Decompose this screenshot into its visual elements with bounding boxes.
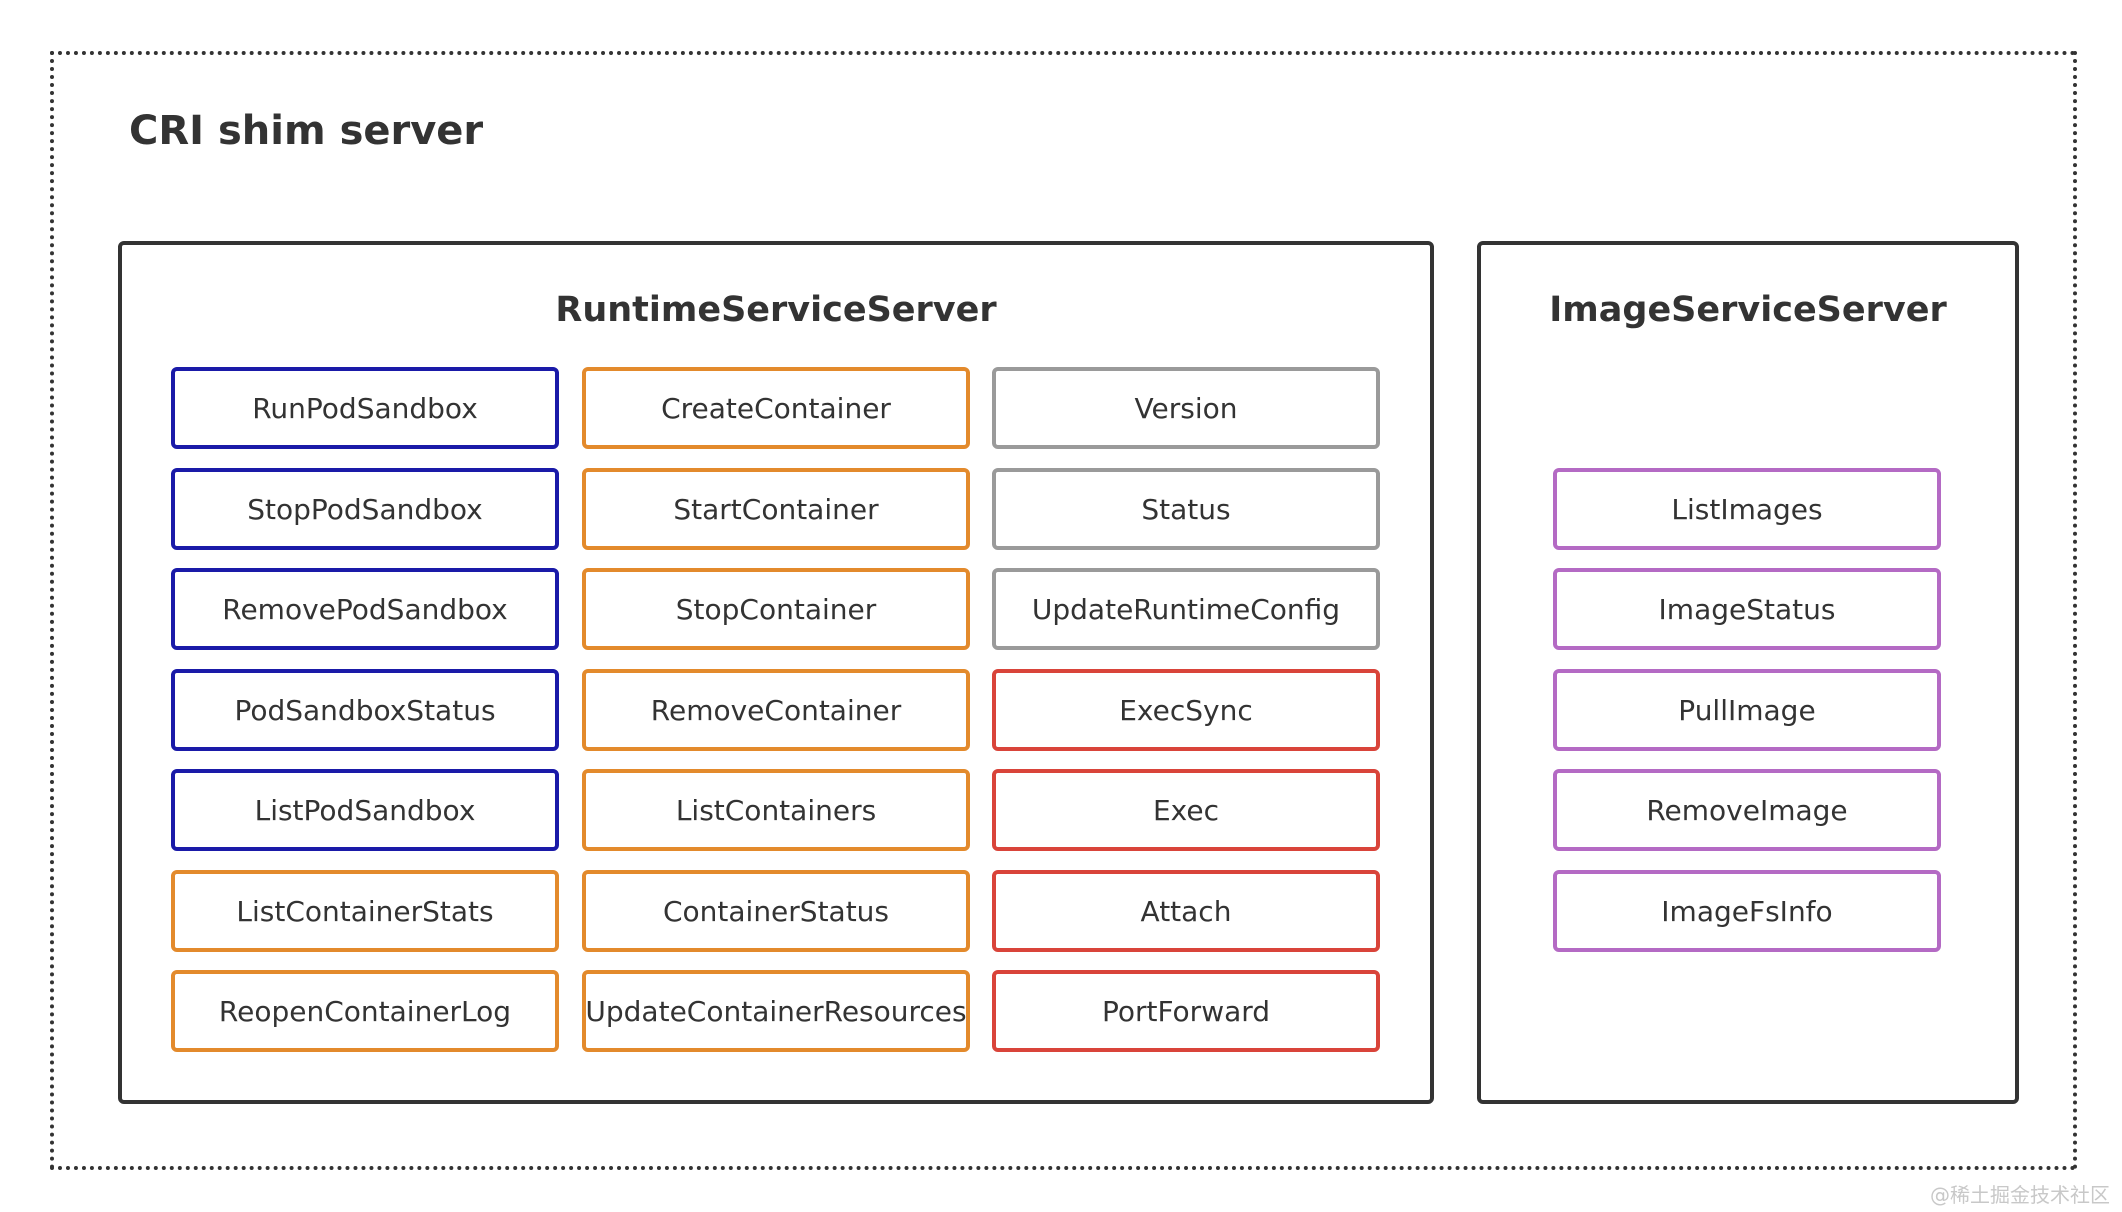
method-label: ReopenContainerLog xyxy=(218,994,512,1028)
image-service-server-title: ImageServiceServer xyxy=(1549,290,1947,330)
method-attach: Attach xyxy=(992,870,1380,952)
method-label: Attach xyxy=(1140,894,1232,928)
method-pod-sandbox-status: PodSandboxStatus xyxy=(171,669,559,751)
method-label: ListPodSandbox xyxy=(254,793,476,827)
method-update-container-resources: UpdateContainerResources xyxy=(582,970,970,1052)
method-exec-sync: ExecSync xyxy=(992,669,1380,751)
method-label: PullImage xyxy=(1678,693,1816,727)
method-remove-container: RemoveContainer xyxy=(582,669,970,751)
watermark: @稀土掘金技术社区 xyxy=(1930,1183,2110,1207)
method-list-pod-sandbox: ListPodSandbox xyxy=(171,769,559,851)
cri-shim-server-title: CRI shim server xyxy=(129,108,484,154)
method-label: UpdateContainerResources xyxy=(585,994,967,1028)
method-label: PortForward xyxy=(1101,994,1271,1028)
method-version: Version xyxy=(992,367,1380,449)
cri-shim-server-boundary xyxy=(50,51,2077,1170)
method-label: ListImages xyxy=(1671,492,1823,526)
method-port-forward: PortForward xyxy=(992,970,1380,1052)
method-label: ListContainerStats xyxy=(236,894,494,928)
method-stop-container: StopContainer xyxy=(582,568,970,650)
runtime-service-server-title: RuntimeServiceServer xyxy=(555,290,997,330)
method-label: RemovePodSandbox xyxy=(222,592,508,626)
method-remove-pod-sandbox: RemovePodSandbox xyxy=(171,568,559,650)
method-reopen-container-log: ReopenContainerLog xyxy=(171,970,559,1052)
method-create-container: CreateContainer xyxy=(582,367,970,449)
method-label: RemoveContainer xyxy=(650,693,902,727)
method-list-containers: ListContainers xyxy=(582,769,970,851)
method-label: ListContainers xyxy=(675,793,877,827)
method-label: StopPodSandbox xyxy=(247,492,483,526)
method-label: ImageStatus xyxy=(1658,592,1836,626)
method-list-container-stats: ListContainerStats xyxy=(171,870,559,952)
method-label: RunPodSandbox xyxy=(252,391,478,425)
method-pull-image: PullImage xyxy=(1553,669,1941,751)
method-status: Status xyxy=(992,468,1380,550)
method-label: ContainerStatus xyxy=(662,894,890,928)
method-exec: Exec xyxy=(992,769,1380,851)
method-image-fs-info: ImageFsInfo xyxy=(1553,870,1941,952)
method-label: Status xyxy=(1141,492,1231,526)
method-label: UpdateRuntimeConfig xyxy=(1031,592,1341,626)
method-label: Exec xyxy=(1152,793,1220,827)
method-label: CreateContainer xyxy=(661,391,891,425)
method-start-container: StartContainer xyxy=(582,468,970,550)
method-stop-pod-sandbox: StopPodSandbox xyxy=(171,468,559,550)
method-remove-image: RemoveImage xyxy=(1553,769,1941,851)
method-label: Version xyxy=(1134,391,1238,425)
method-list-images: ListImages xyxy=(1553,468,1941,550)
method-label: RemoveImage xyxy=(1646,793,1848,827)
method-container-status: ContainerStatus xyxy=(582,870,970,952)
method-label: PodSandboxStatus xyxy=(234,693,496,727)
method-label: StartContainer xyxy=(673,492,879,526)
method-label: ImageFsInfo xyxy=(1661,894,1833,928)
method-label: StopContainer xyxy=(675,592,877,626)
method-update-runtime-config: UpdateRuntimeConfig xyxy=(992,568,1380,650)
method-run-pod-sandbox: RunPodSandbox xyxy=(171,367,559,449)
method-image-status: ImageStatus xyxy=(1553,568,1941,650)
method-label: ExecSync xyxy=(1119,693,1253,727)
